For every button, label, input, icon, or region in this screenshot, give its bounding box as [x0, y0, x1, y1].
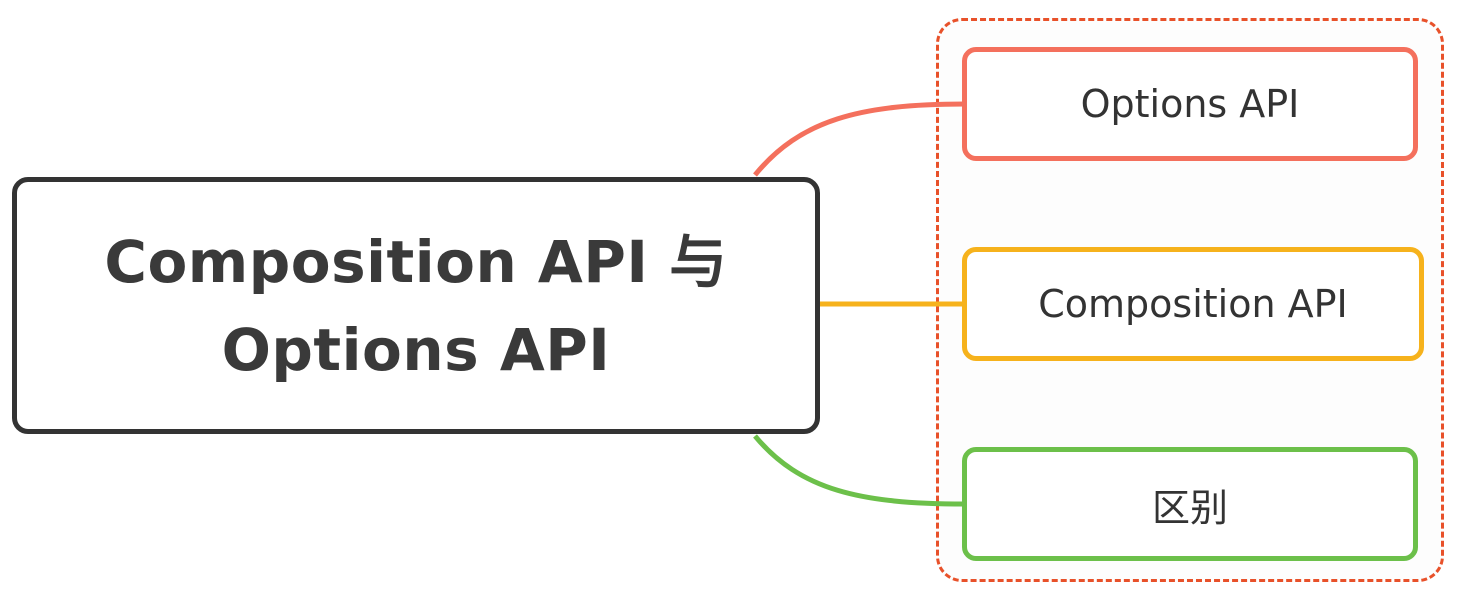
branch-node-composition-api[interactable]: Composition API: [962, 247, 1424, 361]
branch-label: Options API: [1080, 82, 1300, 126]
root-topic-line-1: Composition API 与: [104, 227, 728, 296]
connector-options-api: [753, 101, 966, 177]
root-topic-line-2: Options API: [221, 315, 611, 384]
branch-node-options-api[interactable]: Options API: [962, 47, 1418, 161]
branch-label: 区别: [1151, 485, 1228, 530]
connector-difference: [753, 434, 966, 507]
branch-label: Composition API: [1038, 282, 1348, 326]
branch-node-difference[interactable]: 区别: [962, 447, 1418, 561]
root-topic-node[interactable]: Composition API 与 Options API: [12, 177, 820, 434]
